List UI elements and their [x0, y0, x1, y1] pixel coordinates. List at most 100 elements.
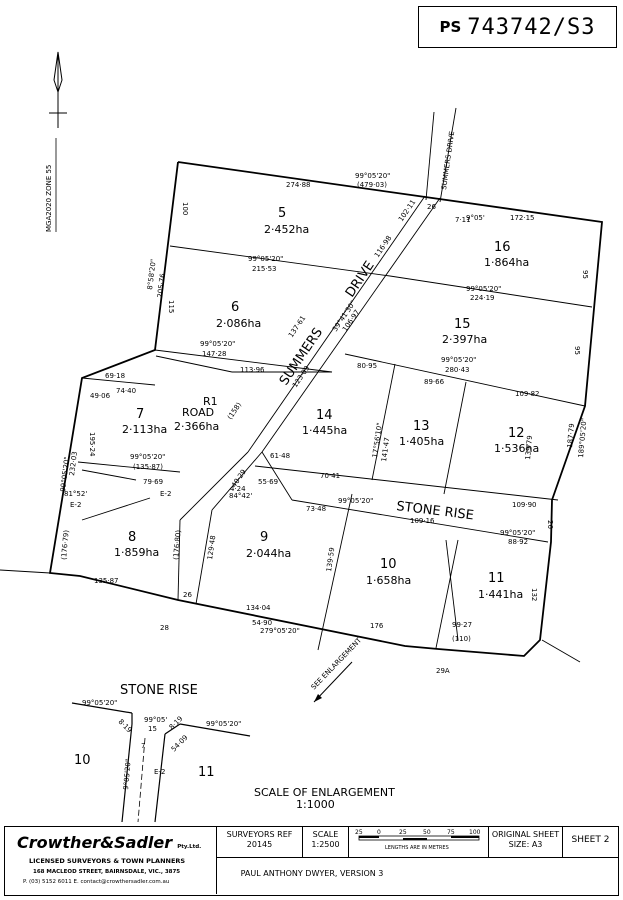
scale-tick: 25 — [355, 829, 363, 836]
lot-area: 2·397ha — [442, 333, 487, 346]
svg-text:E-2: E-2 — [70, 501, 81, 509]
lot-area: 1·864ha — [484, 256, 529, 269]
svg-text:4·24: 4·24 — [230, 485, 246, 493]
svg-text:9°05': 9°05' — [466, 214, 485, 222]
enlargement-scale-value: 1:1000 — [296, 798, 335, 811]
parcel-boundary — [48, 161, 603, 657]
lot-area: 1·859ha — [114, 546, 159, 559]
plan-number-box: PS 743742/S3 — [418, 6, 617, 48]
svg-text:88·92: 88·92 — [508, 538, 528, 546]
enlargement-lot: 10 — [74, 753, 91, 768]
original-sheet-size: SIZE: A3 — [508, 840, 543, 849]
svg-text:99°05'20": 99°05'20" — [466, 285, 501, 293]
svg-text:26: 26 — [546, 520, 554, 529]
svg-text:187·79: 187·79 — [566, 423, 576, 448]
lot-number: 5 — [278, 206, 286, 221]
svg-text:95: 95 — [573, 346, 581, 355]
svg-text:99°05'20": 99°05'20" — [248, 255, 283, 263]
enlargement-bearing: 9°05'20" — [122, 759, 133, 791]
enlargement-bearing: 99°05'20" — [206, 720, 241, 728]
svg-text:49·06: 49·06 — [90, 392, 111, 400]
svg-text:26: 26 — [183, 591, 192, 599]
lot-number: 12 — [508, 426, 525, 441]
svg-text:69·18: 69·18 — [105, 372, 125, 380]
svg-text:115: 115 — [167, 300, 175, 313]
svg-text:70·41: 70·41 — [320, 472, 340, 480]
lot-area: 2·044ha — [246, 547, 291, 560]
svg-text:26: 26 — [427, 203, 436, 211]
surveyors-ref: 20145 — [246, 840, 273, 849]
svg-text:99°05'20": 99°05'20" — [338, 497, 373, 505]
surveyors-ref-label: SURVEYORS REF — [226, 830, 293, 839]
svg-text:274·88: 274·88 — [286, 181, 311, 189]
enlargement-bearing: 99°05' — [144, 716, 167, 724]
lot-number: 6 — [231, 300, 239, 315]
svg-text:129·48: 129·48 — [206, 535, 217, 560]
original-sheet-cell: ORIGINAL SHEET SIZE: A3 — [489, 827, 563, 857]
svg-text:99°05'20": 99°05'20" — [441, 356, 476, 364]
svg-text:109·90: 109·90 — [512, 501, 537, 509]
lot-area: 1·441ha — [478, 588, 523, 601]
svg-text:109·82: 109·82 — [515, 390, 540, 398]
firm-address: 168 MACLEOD STREET, BAIRNSDALE, VIC., 38… — [33, 869, 181, 875]
lot-lines — [0, 107, 593, 663]
enlargement-bearing: 99°05'20" — [82, 699, 117, 707]
lot-number: 15 — [454, 317, 471, 332]
svg-text:176: 176 — [370, 622, 384, 630]
svg-text:79·69: 79·69 — [143, 478, 163, 486]
lot-number: 8 — [128, 530, 136, 545]
svg-text:195·24: 195·24 — [88, 432, 96, 457]
sheet-number: SHEET 2 — [571, 835, 610, 845]
stone-rise-label: STONE RISE — [396, 499, 475, 523]
svg-text:(479·03): (479·03) — [357, 181, 387, 189]
lot-number: 10 — [380, 557, 397, 572]
zone-label: MGA2020 ZONE 55 — [45, 165, 53, 232]
svg-text:205·76: 205·76 — [156, 272, 167, 298]
enlargement-dim: 54·09 — [170, 734, 190, 754]
scale-tick: 50 — [423, 829, 431, 836]
svg-text:139·79: 139·79 — [524, 435, 534, 460]
svg-text:137·61: 137·61 — [287, 314, 307, 339]
svg-text:279°05'20": 279°05'20" — [260, 627, 300, 635]
svg-text:(176·80): (176·80) — [172, 529, 183, 560]
road-r1-label: R1 — [203, 395, 218, 408]
svg-text:113·96: 113·96 — [240, 366, 265, 374]
see-enlargement-label: SEE ENLARGEMENT — [310, 636, 364, 692]
svg-text:99°05'20": 99°05'20" — [130, 453, 165, 461]
title-block: Crowther&Sadler Pty.Ltd. LICENSED SURVEY… — [4, 826, 619, 896]
svg-text:100: 100 — [181, 202, 189, 215]
lot-number: 9 — [260, 530, 268, 545]
summers-drive-top-label: SUMMERS DRIVE — [440, 131, 456, 191]
enlargement-road: STONE RISE — [120, 683, 198, 698]
svg-text:132: 132 — [530, 588, 538, 601]
lot-number: 13 — [413, 419, 430, 434]
scale-tick: 25 — [399, 829, 407, 836]
svg-text:84°42': 84°42' — [229, 492, 252, 500]
scale-tick: 0 — [377, 829, 381, 836]
svg-text:99·27: 99·27 — [452, 621, 472, 629]
lot-area: 2·452ha — [264, 223, 309, 236]
north-arrow-icon — [49, 51, 67, 128]
enlargement-detail — [71, 702, 251, 823]
scale-tick: 100 — [469, 829, 481, 836]
lot-number: 14 — [316, 408, 333, 423]
svg-text:7·11: 7·11 — [455, 216, 471, 224]
road-area: 2·366ha — [174, 420, 219, 433]
enlargement-easement: E-2 — [154, 768, 165, 776]
firm-name: Crowther&Sadler — [17, 833, 173, 852]
lot-area: 1·445ha — [302, 424, 347, 437]
svg-text:(110): (110) — [452, 635, 471, 643]
svg-text:232·03: 232·03 — [68, 451, 79, 476]
scale-of-enlargement: SCALE OF ENLARGEMENT — [254, 786, 395, 799]
svg-text:280·43: 280·43 — [445, 366, 470, 374]
lot-area: 1·405ha — [399, 435, 444, 448]
firm-block: Crowther&Sadler Pty.Ltd. LICENSED SURVEY… — [5, 827, 217, 894]
enlargement-dim: 8·19 — [168, 715, 185, 732]
svg-text:99°05'20": 99°05'20" — [355, 172, 390, 180]
plan-prefix: PS — [439, 18, 462, 36]
svg-text:8°58'20": 8°58'20" — [146, 259, 158, 291]
svg-text:109·16: 109·16 — [410, 517, 435, 525]
svg-text:89·66: 89·66 — [424, 378, 445, 386]
plan-number: 743742/S3 — [467, 14, 596, 40]
